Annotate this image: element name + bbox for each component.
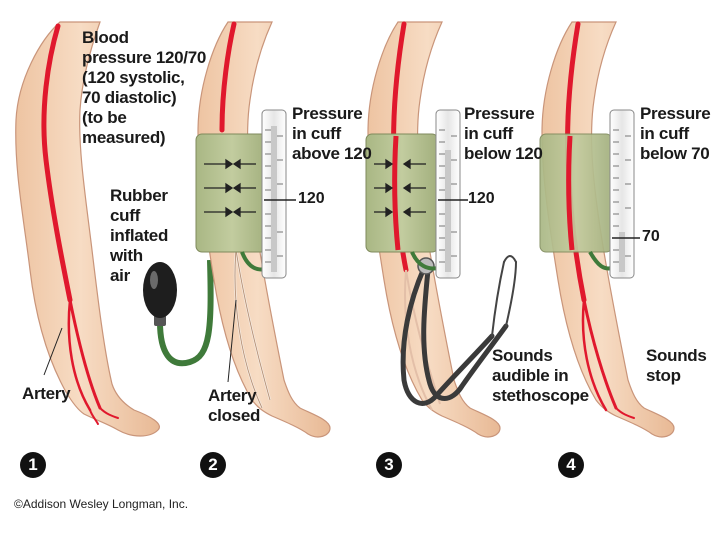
step-1-badge: 1 — [20, 452, 46, 478]
panel-4-pressure-label: Pressure in cuff below 70 — [640, 104, 711, 163]
gauge-3-ticks — [439, 129, 457, 263]
arm-1 — [15, 21, 160, 437]
panel-3 — [365, 21, 517, 438]
panel-2-pressure-label: Pressure in cuff above 120 — [292, 104, 372, 163]
panel-1-intro-label: Blood pressure 120/70 (120 systolic, 70 … — [82, 28, 207, 147]
artery-4-in-cuff — [566, 135, 575, 251]
panel-1-artery-label: Artery — [22, 384, 71, 403]
cuff-4 — [539, 133, 613, 253]
cuff-2 — [195, 133, 269, 253]
artery-pointer-2 — [227, 299, 237, 383]
gauge-4-ticks — [613, 129, 631, 263]
panel-1 — [15, 21, 214, 437]
gauge-3-column — [445, 150, 451, 272]
cuff-3 — [365, 133, 439, 253]
panel-4-gauge-value: 70 — [642, 228, 660, 245]
gauge-4 — [609, 109, 635, 279]
panel-3-gauge-value: 120 — [468, 190, 495, 207]
stethoscope-icon — [400, 255, 517, 406]
panel-2-artery-label: Artery closed — [208, 386, 261, 425]
gauge-4-column — [619, 232, 625, 272]
gauge-2-ticks — [265, 129, 283, 263]
pressure-arrows-2 — [204, 158, 256, 218]
tube-1 — [157, 259, 214, 367]
panel-2-gauge-value: 120 — [298, 190, 325, 207]
bulb-highlight — [150, 271, 158, 289]
gauge-2-column — [271, 126, 277, 272]
copyright-credit: ©Addison Wesley Longman, Inc. — [14, 497, 189, 511]
gauge-tube-3 — [410, 251, 439, 271]
panel-4-sounds-label: Sounds stop — [646, 346, 707, 385]
pressure-arrows-3 — [374, 158, 426, 218]
panel-2 — [195, 21, 331, 438]
step-3-badge: 3 — [376, 452, 402, 478]
panel-3-sounds-label: Sounds audible in stethoscope — [492, 346, 589, 405]
step-4-badge: 4 — [558, 452, 584, 478]
panel-4 — [539, 21, 675, 438]
step-2-badge: 2 — [200, 452, 226, 478]
artery-3-lower — [404, 269, 441, 411]
artery-1 — [41, 23, 119, 425]
panel-1-cuff-label: Rubber cuff inflated with air — [110, 186, 169, 285]
artery-2-lower-outline — [234, 249, 271, 409]
artery-3-in-cuff — [392, 135, 401, 251]
artery-2-upper — [219, 21, 237, 133]
artery-pointer-1 — [43, 327, 63, 376]
panel-3-pressure-label: Pressure in cuff below 120 — [464, 104, 543, 163]
